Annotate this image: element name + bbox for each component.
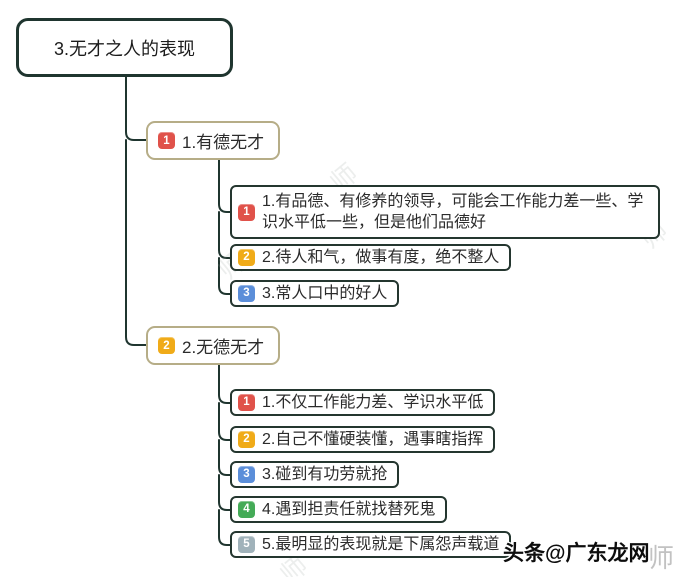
leaf-node-1-1[interactable]: 1 1.有品德、有修养的领导，可能会工作能力差一些、学识水平低一些，但是他们品德…: [230, 185, 660, 239]
leaf-2-5-text: 5.最明显的表现就是下属怨声载道: [262, 536, 500, 553]
branch-2-label: 2.无德无才: [182, 338, 265, 357]
branch-2-number-badge: 2: [158, 337, 175, 354]
leaf-2-3-text: 3.碰到有功劳就抢: [262, 466, 388, 483]
leaf-1-2-text: 2.待人和气，做事有度，绝不整人: [262, 249, 500, 266]
leaf-1-2-number-badge: 2: [238, 249, 255, 266]
branch-1-label: 1.有德无才: [182, 133, 265, 152]
leaf-node-2-1[interactable]: 1 1.不仅工作能力差、学识水平低: [230, 389, 496, 416]
branch-node-1[interactable]: 1 1.有德无才: [146, 121, 281, 160]
leaf-2-4-text: 4.遇到担责任就找替死鬼: [262, 501, 436, 518]
leaf-1-3-text: 3.常人口中的好人: [262, 285, 388, 302]
leaf-node-1-3[interactable]: 3 3.常人口中的好人: [230, 280, 400, 307]
branch-node-2[interactable]: 2 2.无德无才: [146, 326, 281, 365]
watermark-faint-char: 师: [648, 543, 675, 573]
leaf-2-1-number-badge: 1: [238, 394, 255, 411]
leaf-2-1-text: 1.不仅工作能力差、学识水平低: [262, 394, 484, 411]
root-node[interactable]: 3.无才之人的表现: [16, 18, 233, 77]
root-node-label: 3.无才之人的表现: [53, 38, 195, 59]
leaf-node-2-3[interactable]: 3 3.碰到有功劳就抢: [230, 461, 400, 488]
leaf-2-5-number-badge: 5: [238, 536, 255, 553]
leaf-node-1-2[interactable]: 2 2.待人和气，做事有度，绝不整人: [230, 244, 512, 271]
watermark-toutiao: 头条@广东龙网: [503, 542, 650, 565]
leaf-1-1-number-badge: 1: [238, 203, 255, 221]
leaf-2-2-number-badge: 2: [238, 431, 255, 448]
leaf-node-2-2[interactable]: 2 2.自己不懂硬装懂，遇事瞎指挥: [230, 426, 496, 453]
branch-1-number-badge: 1: [158, 132, 175, 149]
leaf-2-3-number-badge: 3: [238, 466, 255, 483]
leaf-node-2-5[interactable]: 5 5.最明显的表现就是下属怨声载道: [230, 531, 512, 558]
leaf-node-2-4[interactable]: 4 4.遇到担责任就找替死鬼: [230, 496, 448, 523]
leaf-2-2-text: 2.自己不懂硬装懂，遇事瞎指挥: [262, 431, 484, 448]
leaf-1-3-number-badge: 3: [238, 285, 255, 302]
leaf-2-4-number-badge: 4: [238, 501, 255, 518]
leaf-1-1-text: 1.有品德、有修养的领导，可能会工作能力差一些、学识水平低一些，但是他们品德好: [262, 193, 644, 231]
